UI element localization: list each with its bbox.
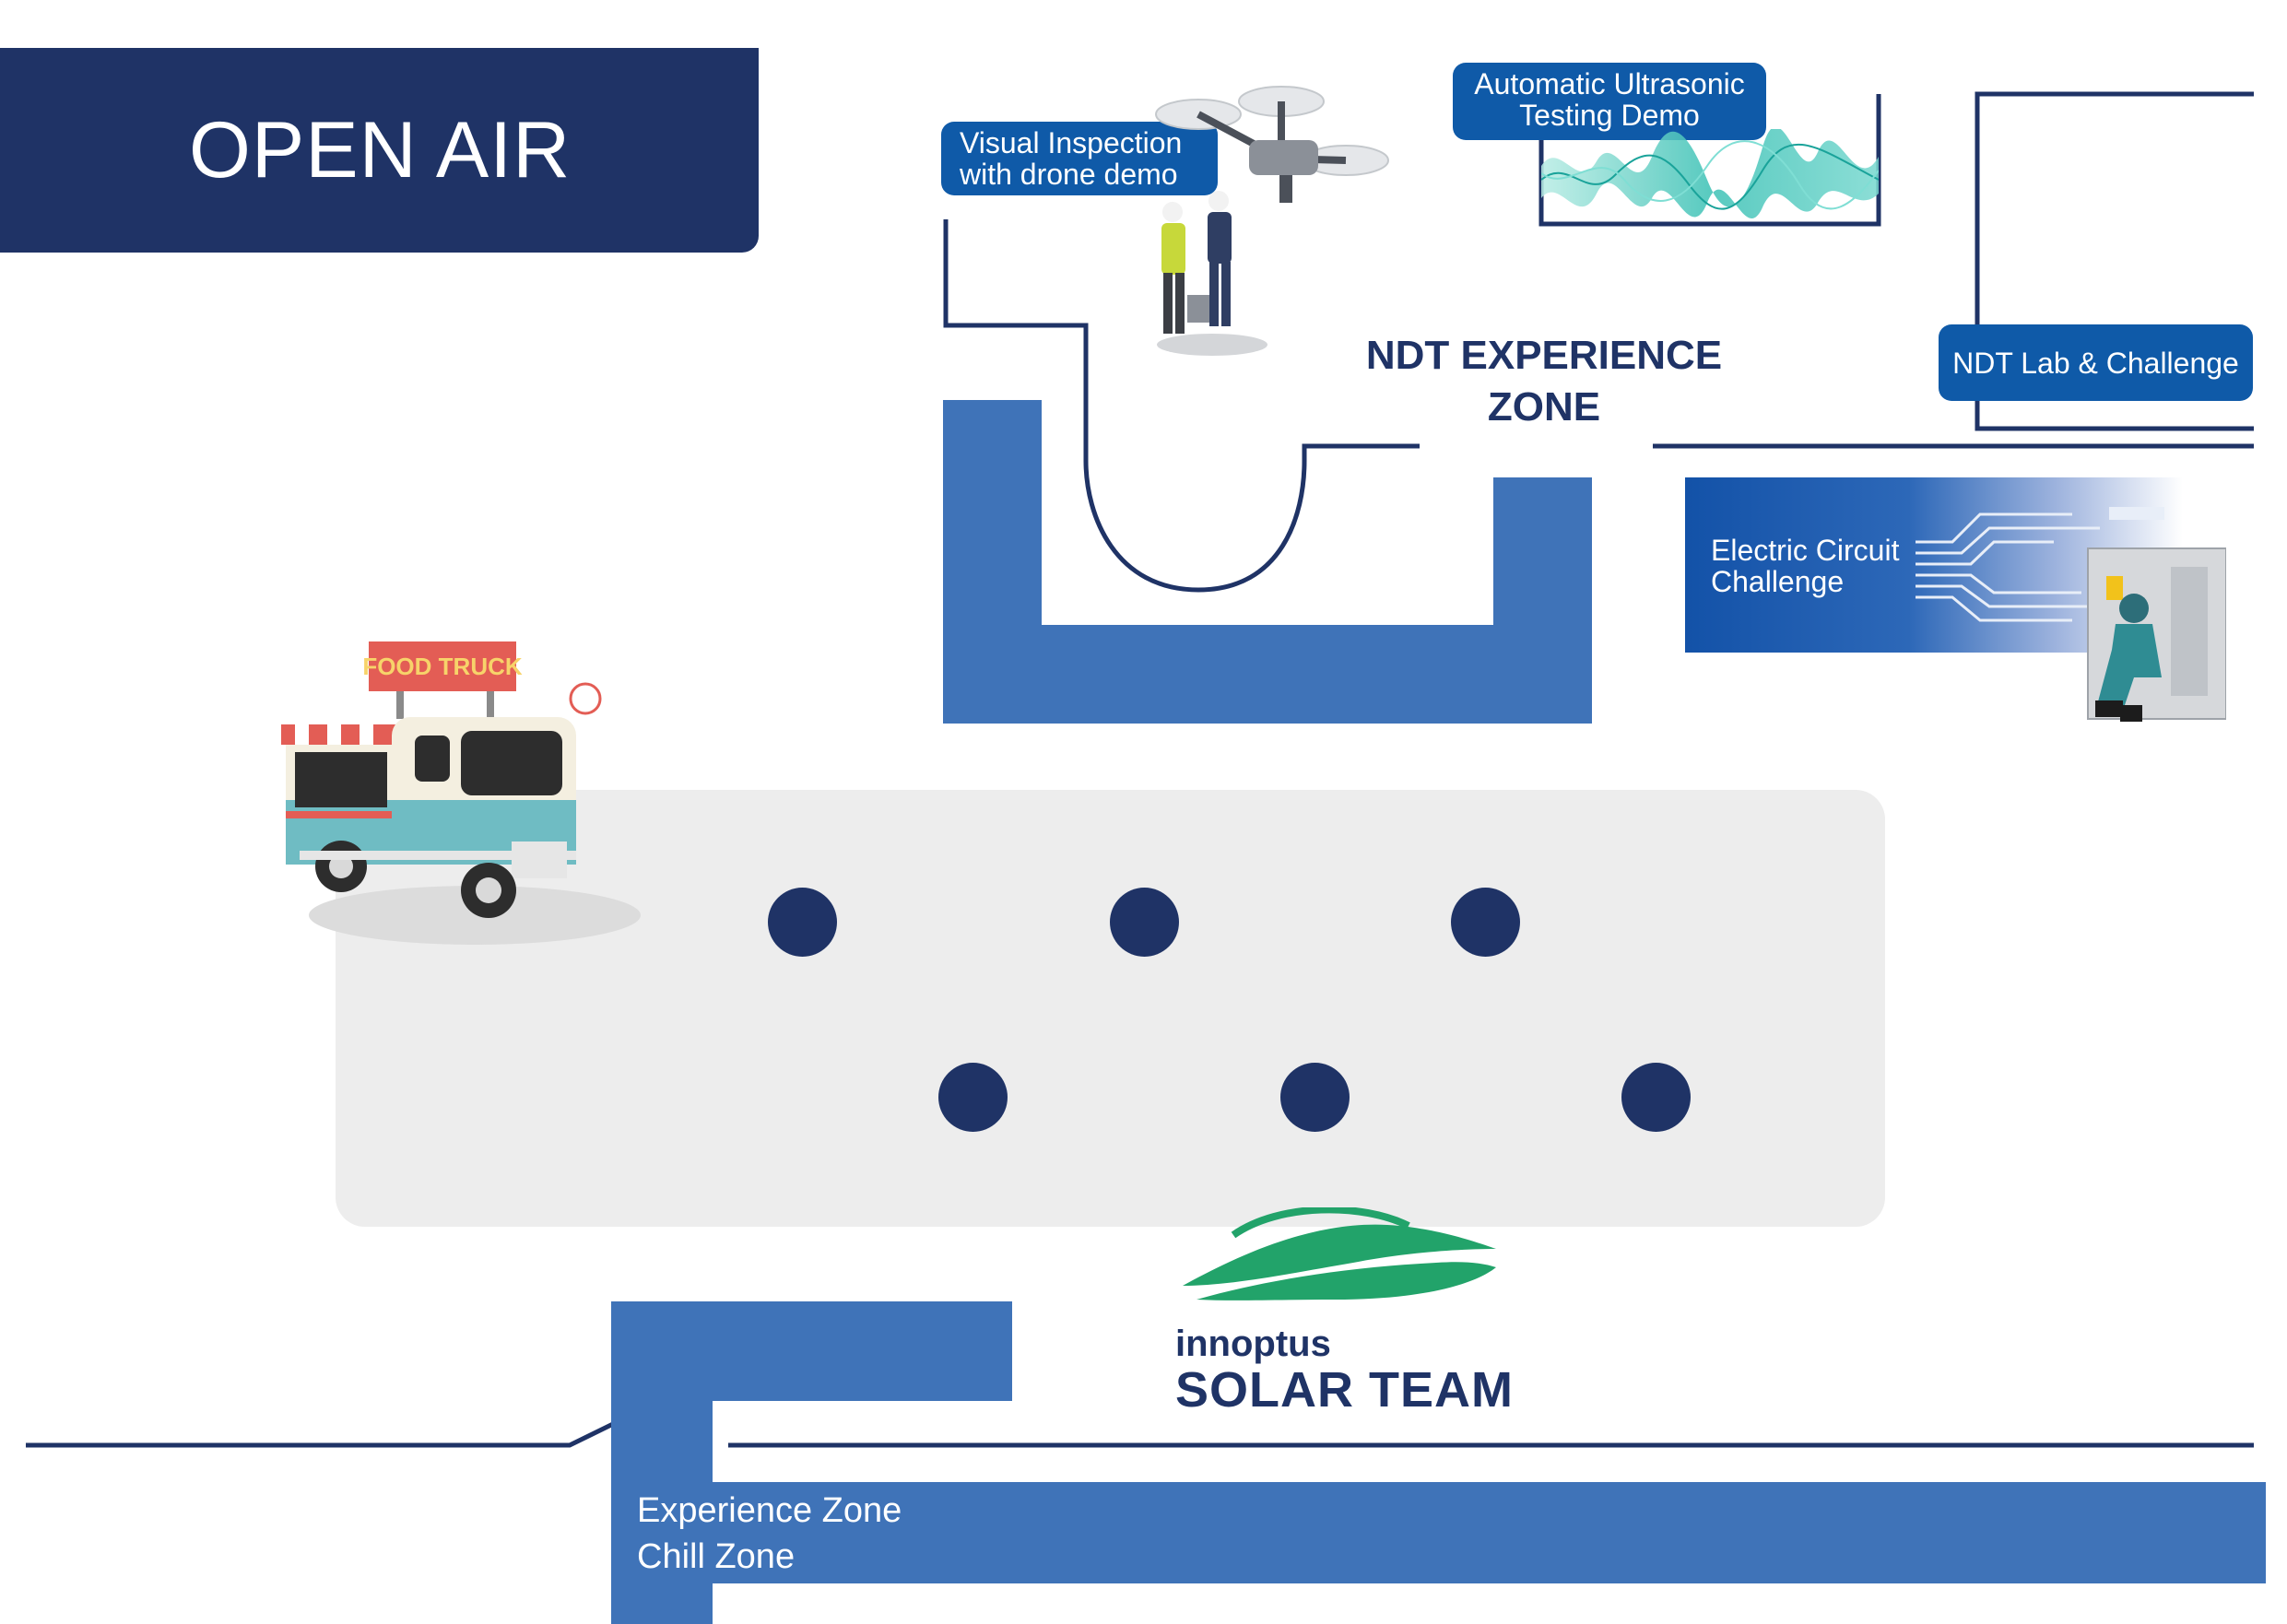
drone-inspection-illustration [1155,86,1389,356]
food-truck-sign-board [369,641,516,691]
ndt-zone-title: NDT EXPERIENCE ZONE [1318,330,1770,433]
ndt-zone-title-line2: ZONE [1487,384,1601,430]
logo-brand-line: innoptus [1175,1324,1331,1364]
inspector-icon [1157,191,1267,356]
seating-spot[interactable] [1451,888,1520,957]
seating-spot[interactable] [1621,1063,1691,1132]
drone-demo-line2: with drone demo [960,158,1178,191]
lab-wall [1975,91,2254,431]
open-air-header: OPEN AIR [0,48,759,253]
electric-circuit-line1: Electric Circuit [1711,534,1900,567]
ndt-lab-label[interactable]: NDT Lab & Challenge [1939,324,2253,401]
food-truck-illustration[interactable]: FOOD TRUCK [277,616,664,957]
plaza-area [336,790,1885,1227]
seating-spot[interactable] [938,1063,1008,1132]
ultrasonic-demo-label[interactable]: Automatic Ultrasonic Testing Demo [1453,63,1766,140]
electrician-illustration [2087,547,2226,722]
experience-chill-band[interactable]: Experience Zone Chill Zone [611,1482,2266,1583]
ultrasonic-frame [1538,94,1881,227]
experience-zone-label: Experience Zone [637,1491,902,1530]
ultrasonic-line1: Automatic Ultrasonic [1474,67,1745,100]
ndt-zone-floor [943,400,1592,724]
seating-spot[interactable] [768,888,837,957]
logo-team-line: SOLAR TEAM [1175,1362,1514,1418]
electric-circuit-label: Electric Circuit Challenge [1711,535,1899,597]
ultrasonic-line2: Testing Demo [1519,99,1700,132]
drone-icon [1155,86,1389,203]
seating-spot[interactable] [1110,888,1179,957]
bottom-boundary-left [26,1375,709,1448]
ndt-zone-title-line1: NDT EXPERIENCE [1365,333,1723,378]
drone-demo-line1: Visual Inspection [960,126,1183,159]
innoptus-solar-team-logo: innoptus SOLAR TEAM [1175,1207,1526,1419]
technician-icon [2119,594,2149,623]
food-truck-sign-text: FOOD TRUCK [362,653,523,680]
drone-demo-label[interactable]: Visual Inspection with drone demo [941,122,1218,195]
chill-zone-label: Chill Zone [637,1537,796,1576]
seating-spot[interactable] [1280,1063,1350,1132]
solar-car-logo-icon [1183,1207,1496,1300]
ultrasonic-wave-graphic [1541,129,1879,218]
drone-walkway-line [943,219,1420,593]
ndt-lab-text: NDT Lab & Challenge [1952,346,2239,380]
electric-circuit-line2: Challenge [1711,565,1845,598]
bottom-zone-labels: Experience Zone Chill Zone [637,1488,902,1580]
page-title: OPEN AIR [189,105,572,194]
